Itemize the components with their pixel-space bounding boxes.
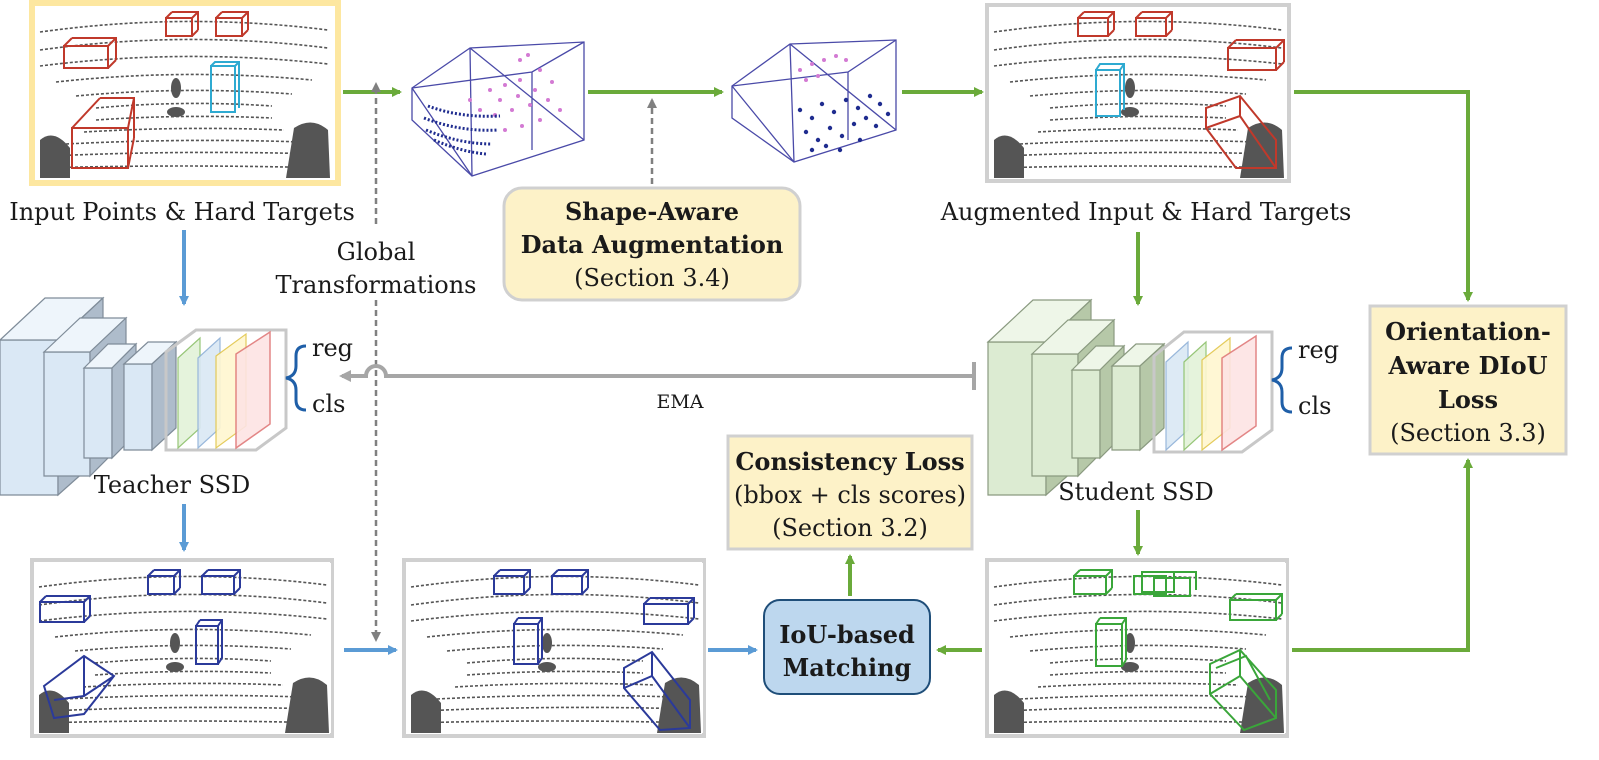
teacher-head bbox=[164, 328, 288, 452]
ema-label: EMA bbox=[656, 391, 703, 413]
student-brace bbox=[1271, 346, 1293, 414]
student-network bbox=[986, 298, 1166, 497]
student-predictions-panel bbox=[985, 558, 1289, 738]
iou-matching-line2: Matching bbox=[783, 653, 912, 682]
consistency-loss-box: Consistency Loss (bbox + cls scores) (Se… bbox=[726, 434, 974, 551]
orientation-line4: (Section 3.3) bbox=[1390, 419, 1546, 447]
orientation-line2: Aware DIoU bbox=[1387, 351, 1547, 380]
orientation-diou-box: Orientation- Aware DIoU Loss (Section 3.… bbox=[1368, 304, 1568, 456]
global-transform-label-2: Transformations bbox=[276, 271, 477, 299]
consistency-line1: Consistency Loss bbox=[735, 447, 964, 476]
orientation-line3: Loss bbox=[1438, 385, 1498, 414]
orientation-line1: Orientation- bbox=[1385, 317, 1551, 346]
augmented-input-label: Augmented Input & Hard Targets bbox=[940, 198, 1352, 226]
student-head bbox=[1152, 330, 1274, 454]
teacher-ssd-label: Teacher SSD bbox=[94, 471, 251, 499]
teacher-network bbox=[0, 296, 178, 497]
shape-aware-augmentation-box: Shape-Aware Data Augmentation (Section 3… bbox=[502, 186, 802, 302]
object-crop-original bbox=[411, 41, 585, 177]
consistency-line3: (Section 3.2) bbox=[772, 514, 928, 542]
shape-aware-line1: Shape-Aware bbox=[565, 197, 739, 226]
student-reg-label: reg bbox=[1298, 336, 1339, 364]
arrow-augmented-to-diou bbox=[1294, 90, 1473, 302]
consistency-line2: (bbox + cls scores) bbox=[734, 481, 966, 509]
student-cls-label: cls bbox=[1298, 392, 1331, 420]
student-ssd-label: Student SSD bbox=[1058, 478, 1214, 506]
input-points-label: Input Points & Hard Targets bbox=[9, 198, 355, 226]
iou-matching-line1: IoU-based bbox=[779, 620, 915, 649]
ema-arrow bbox=[339, 362, 976, 390]
transformed-predictions-panel bbox=[402, 558, 706, 738]
teacher-predictions-panel bbox=[30, 558, 334, 738]
iou-matching-box: IoU-based Matching bbox=[763, 599, 931, 695]
teacher-cls-label: cls bbox=[312, 390, 345, 418]
object-crop-augmented bbox=[731, 39, 897, 163]
teacher-brace bbox=[285, 344, 307, 412]
teacher-reg-label: reg bbox=[312, 334, 353, 362]
shape-aware-line2: Data Augmentation bbox=[521, 230, 784, 259]
input-point-cloud-panel bbox=[29, 0, 341, 186]
augmented-point-cloud-panel bbox=[985, 3, 1291, 183]
shape-aware-line3: (Section 3.4) bbox=[574, 264, 730, 292]
arrow-student-output-to-diou bbox=[1292, 458, 1473, 652]
global-transform-label-1: Global bbox=[337, 238, 416, 266]
